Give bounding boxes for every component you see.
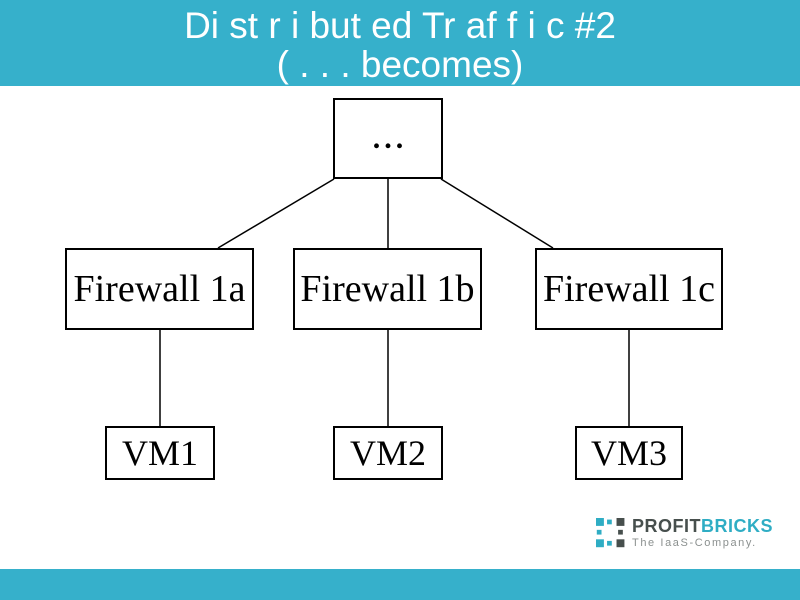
profitbricks-logo-text: PROFITBRICKS The IaaS-Company. [632, 516, 773, 550]
vm3-node-box: VM3 [575, 426, 683, 480]
profitbricks-bricks-icon [596, 518, 625, 548]
slide-title-line1: Di st r i but ed Tr af f i c #2 [184, 5, 616, 46]
slide-title-bar: Di st r i but ed Tr af f i c #2 ( . . . … [0, 0, 800, 86]
brand-tagline: The IaaS-Company. [632, 537, 757, 549]
brand-name-bricks: BRICKS [701, 516, 774, 536]
firewall-1b-node-box: Firewall 1b [293, 248, 482, 330]
firewall-1c-node-box: Firewall 1c [535, 248, 723, 330]
brand-name: PROFITBRICKS [632, 516, 773, 536]
slide-title-line2: ( . . . becomes) [276, 44, 524, 85]
root-node-box: ... [333, 98, 443, 179]
vm1-node-box: VM1 [105, 426, 215, 480]
brand-name-profit: PROFIT [632, 516, 701, 536]
profitbricks-logo: PROFITBRICKS The IaaS-Company. [596, 516, 773, 550]
firewall-1a-node-box: Firewall 1a [65, 248, 254, 330]
bottom-accent-bar [0, 569, 800, 600]
vm2-node-box: VM2 [333, 426, 443, 480]
